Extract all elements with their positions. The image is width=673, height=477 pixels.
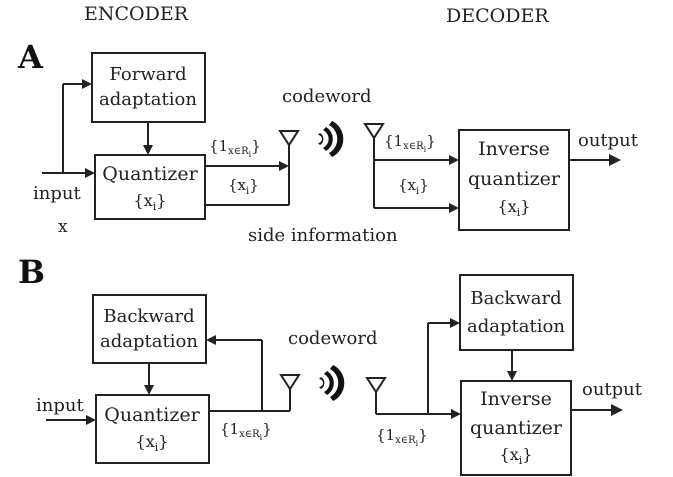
inverse-label-a-2: quantizer [468, 168, 561, 190]
codeword-label-b: codeword [288, 328, 377, 349]
levels-label-a-rx: {xi} [398, 176, 429, 197]
quantizer-set-b: {xi} [136, 432, 169, 454]
decoder-header: DECODER [446, 5, 549, 27]
inverse-label-a: Inverse [478, 138, 550, 160]
levels-label-a: {xi} [228, 176, 259, 197]
panel-a-label: A [17, 38, 44, 76]
input-label-a: input [33, 183, 81, 204]
backward-adaptation-label: Backward [103, 306, 194, 327]
output-label-b: output [582, 379, 643, 400]
forward-adaptation-label: Forward [109, 64, 186, 85]
receive-antenna-a [364, 123, 384, 161]
side-information-label: side information [248, 225, 398, 246]
input-label-b: input [36, 395, 84, 416]
indicator-label-a-rx: {1x∈Ri} [384, 132, 436, 154]
indicator-label-b: {1x∈Ri} [220, 420, 272, 442]
quantizer-box-a [94, 154, 206, 220]
backward-adaptation-box-decoder [459, 274, 574, 351]
quantizer-label-a: Quantizer [102, 163, 198, 185]
backward-adaptation-decoder-label: Backward [470, 288, 561, 309]
forward-adaptation-label-2: adaptation [99, 89, 197, 110]
output-label-a: output [578, 130, 639, 151]
inverse-label-b: Inverse [480, 388, 552, 410]
inverse-label-b-2: quantizer [470, 417, 563, 439]
backward-adaptation-decoder-label-2: adaptation [467, 316, 565, 337]
quantizer-label-b: Quantizer [104, 404, 200, 426]
inverse-quantizer-box-a [458, 129, 570, 231]
indicator-label-a: {1x∈Ri} [209, 137, 261, 159]
quantizer-set-a: {xi} [134, 191, 167, 213]
codeword-label-a: codeword [282, 86, 371, 107]
forward-adaptation-box [91, 52, 206, 123]
panel-b-label: B [18, 253, 45, 291]
inverse-set-b: {xi} [500, 445, 533, 467]
indicator-label-b-rx: {1x∈Ri} [376, 426, 428, 448]
transmit-antenna-a [279, 130, 299, 168]
transmit-antenna-b [280, 374, 300, 412]
input-var-a: x [58, 217, 68, 237]
inverse-set-a: {xi} [498, 197, 531, 219]
signal-icon-b [319, 365, 345, 401]
signal-icon-a [318, 121, 344, 157]
encoder-header: ENCODER [84, 3, 189, 25]
backward-adaptation-box [92, 294, 207, 364]
quantizer-box-b [95, 394, 210, 464]
backward-adaptation-label-2: adaptation [100, 331, 198, 352]
receive-antenna-b [366, 377, 386, 415]
inverse-quantizer-box-b [460, 380, 572, 476]
